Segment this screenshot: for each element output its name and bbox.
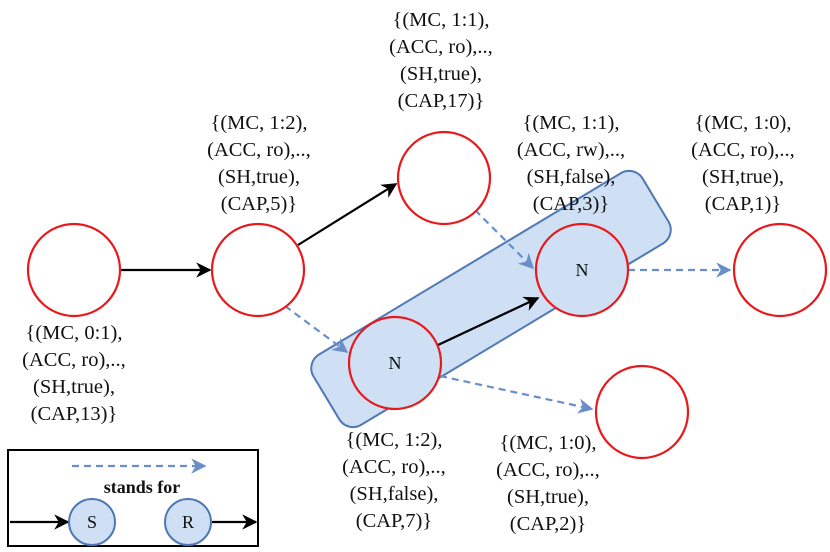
annotation-line: (SH,true), xyxy=(702,166,784,188)
annotation-line: {(MC, 1:2), xyxy=(210,112,308,134)
annotation-line: (ACC, ro),.., xyxy=(22,349,126,371)
annotation-line: (ACC, ro),.., xyxy=(496,459,600,481)
annotation-line: (ACC, ro),.., xyxy=(342,456,446,478)
node-n7 xyxy=(732,222,828,318)
legend-box xyxy=(7,449,259,547)
node-n5 xyxy=(347,315,443,411)
annotation-line: (CAP,5)} xyxy=(220,193,298,215)
annotation-line: (CAP,1)} xyxy=(704,193,782,215)
node-n6 xyxy=(594,364,690,460)
node-n1 xyxy=(26,222,122,318)
annotation-line: (SH,false), xyxy=(349,483,439,505)
legend: stands for S R xyxy=(7,449,259,547)
annotation-n7: {(MC, 1:0), (ACC, ro),.., (SH,true), (CA… xyxy=(682,110,804,218)
annotation-n2: {(MC, 1:2), (ACC, ro),.., (SH,true), (CA… xyxy=(198,110,320,218)
annotation-line: (SH,true), xyxy=(218,166,300,188)
annotation-line: {(MC, 0:1), xyxy=(25,322,123,344)
node-n5-label: N xyxy=(389,353,402,373)
annotation-line: {(MC, 1:0), xyxy=(694,112,792,134)
node-n4-label: N xyxy=(576,260,589,280)
annotation-n3: {(MC, 1:1), (ACC, ro),.., (SH,true), (CA… xyxy=(380,7,502,115)
legend-receiver-node xyxy=(164,498,212,546)
annotation-line: (CAP,17)} xyxy=(397,90,485,112)
annotation-line: (ACC, rw),.., xyxy=(516,139,626,161)
annotation-line: {(MC, 1:2), xyxy=(345,429,443,451)
legend-sender-label: S xyxy=(87,512,97,532)
edge-n2-n5 xyxy=(284,305,349,353)
annotation-n4: {(MC, 1:1), (ACC, rw),.., (SH,false), (C… xyxy=(510,110,632,218)
annotation-line: (SH,true), xyxy=(400,63,482,85)
annotation-line: (CAP,7)} xyxy=(355,510,433,532)
legend-text: stands for xyxy=(104,477,181,497)
node-n4 xyxy=(534,222,630,318)
annotation-line: (CAP,3)} xyxy=(532,193,610,215)
annotation-n5: {(MC, 1:2), (ACC, ro),.., (SH,false), (C… xyxy=(333,427,455,535)
legend-receiver-label: R xyxy=(182,512,194,532)
edge-n3-n4 xyxy=(474,209,535,270)
annotation-line: (ACC, ro),.., xyxy=(389,36,493,58)
edge-n2-n3 xyxy=(297,183,398,246)
edge-n5-n4 xyxy=(437,296,540,346)
annotation-line: (CAP,13)} xyxy=(30,403,118,425)
node-n2 xyxy=(210,222,306,318)
annotation-line: (SH,true), xyxy=(507,486,589,508)
annotation-line: (ACC, ro),.., xyxy=(691,139,795,161)
annotation-line: (SH,true), xyxy=(33,376,115,398)
annotation-line: (SH,false), xyxy=(526,166,616,188)
edge-n5-n6 xyxy=(439,374,594,414)
annotation-line: (CAP,2)} xyxy=(509,513,587,535)
annotation-line: {(MC, 1:1), xyxy=(392,9,490,31)
annotation-n6: {(MC, 1:0), (ACC, ro),.., (SH,true), (CA… xyxy=(487,430,609,538)
legend-sender-node xyxy=(68,498,116,546)
annotation-line: {(MC, 1:1), xyxy=(522,112,620,134)
annotation-line: {(MC, 1:0), xyxy=(499,432,597,454)
annotation-n1: {(MC, 0:1), (ACC, ro),.., (SH,true), (CA… xyxy=(18,320,130,428)
node-n3 xyxy=(396,130,492,226)
annotation-line: (ACC, ro),.., xyxy=(207,139,311,161)
